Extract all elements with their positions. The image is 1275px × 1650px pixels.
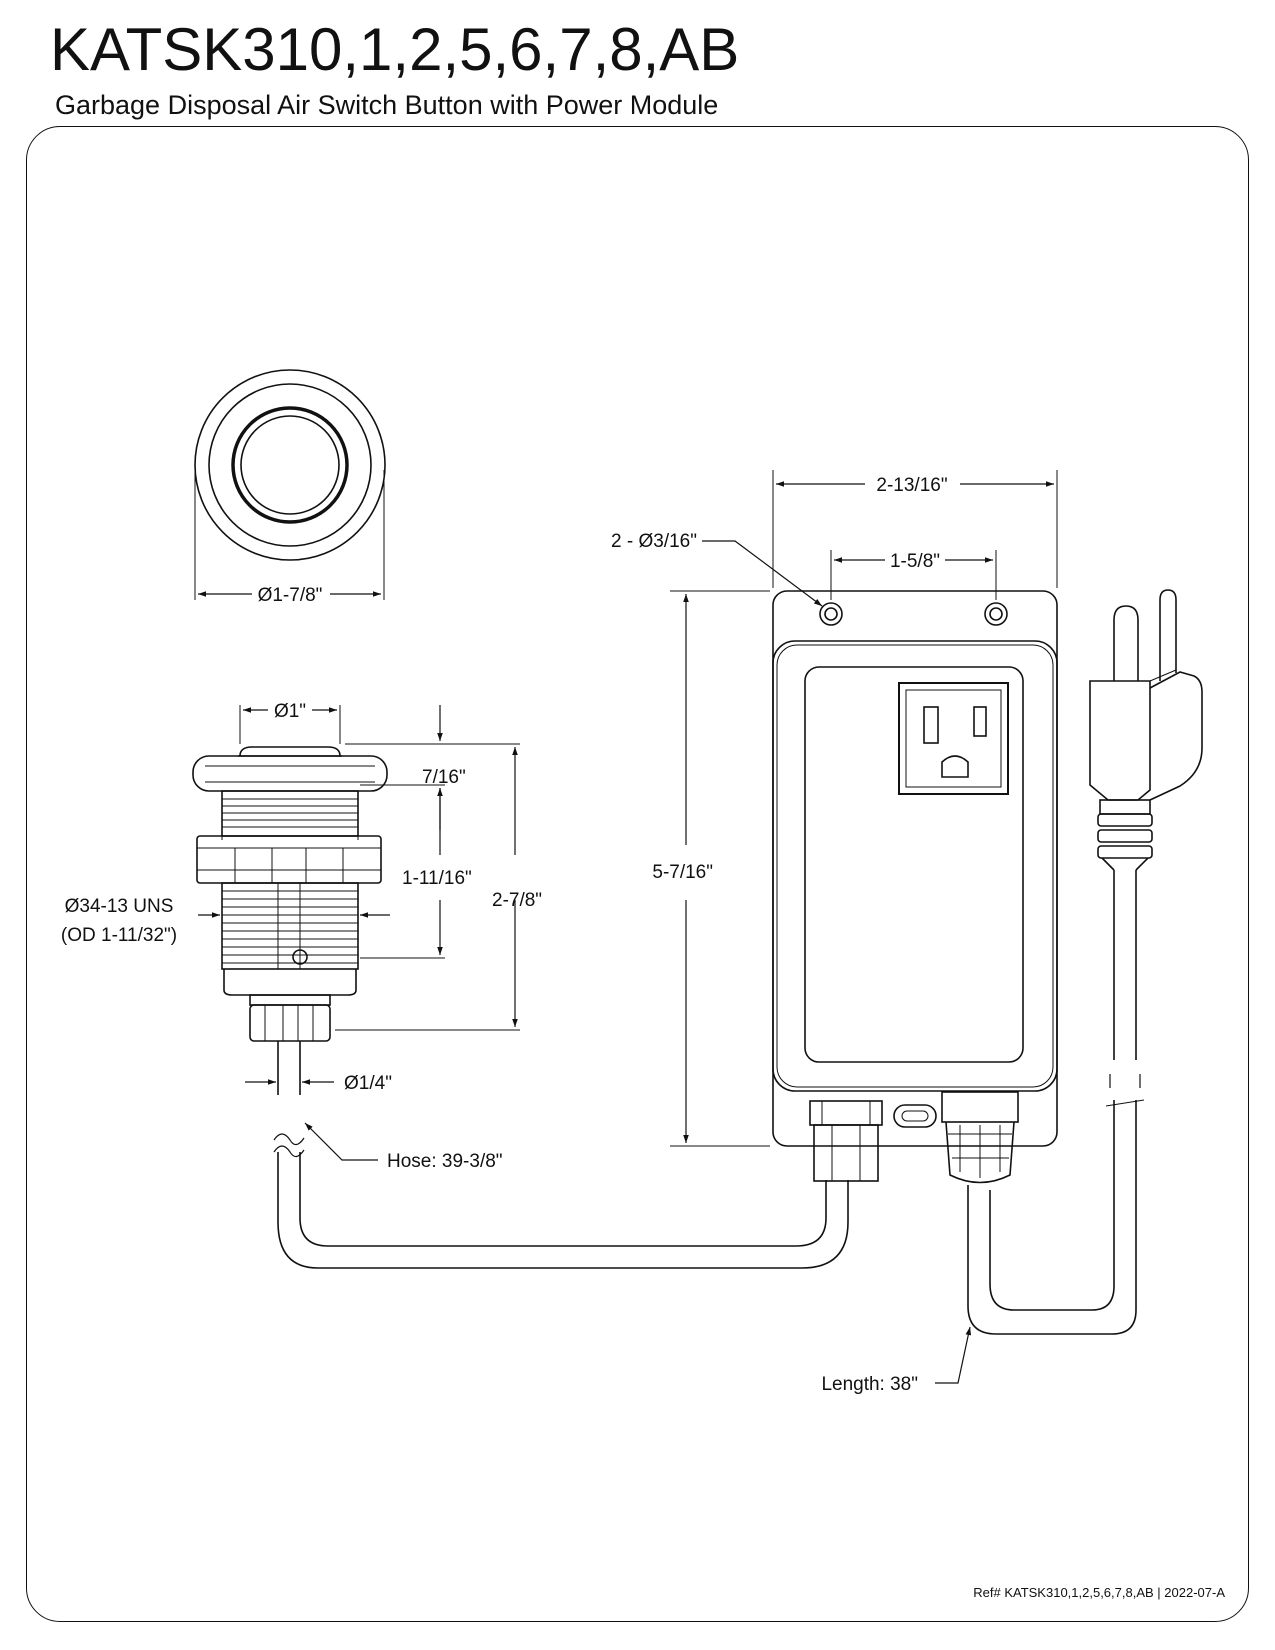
- outlet-icon: [898, 682, 1009, 795]
- thread-spec-label: Ø34-13 UNS: [65, 896, 174, 917]
- drawing-frame: [26, 126, 1249, 1622]
- button-top-view: [194, 369, 386, 561]
- hose-diameter-label: Ø1/4": [344, 1073, 392, 1094]
- button-side-view: [192, 746, 388, 1042]
- mount-spacing-label: 1-5/8": [890, 551, 940, 572]
- power-cord: [967, 589, 1203, 1335]
- hose-length-label: Hose: 39-3/8": [387, 1151, 503, 1172]
- reference-number: Ref# KATSK310,1,2,5,6,7,8,AB | 2022-07-A: [973, 1585, 1225, 1600]
- cord-length-label: Length: 38": [821, 1374, 918, 1395]
- thread-od-label: (OD 1-11/32"): [61, 925, 177, 946]
- power-module: [772, 590, 1058, 1184]
- air-hose: [273, 1041, 849, 1269]
- total-height-label: 2-7/8": [492, 890, 542, 911]
- drawing-title: KATSK310,1,2,5,6,7,8,AB: [50, 16, 740, 83]
- module-width-label: 2-13/16": [876, 475, 947, 496]
- thread-length-label: 1-11/16": [402, 868, 472, 889]
- flange-height-label: 7/16": [422, 767, 466, 788]
- mount-holes-label: 2 - Ø3/16": [611, 531, 697, 552]
- button-top-diameter-label: Ø1": [274, 701, 306, 722]
- module-height-label: 5-7/16": [652, 862, 713, 883]
- button-diameter-label: Ø1-7/8": [258, 585, 323, 606]
- drawing-subtitle: Garbage Disposal Air Switch Button with …: [55, 90, 719, 120]
